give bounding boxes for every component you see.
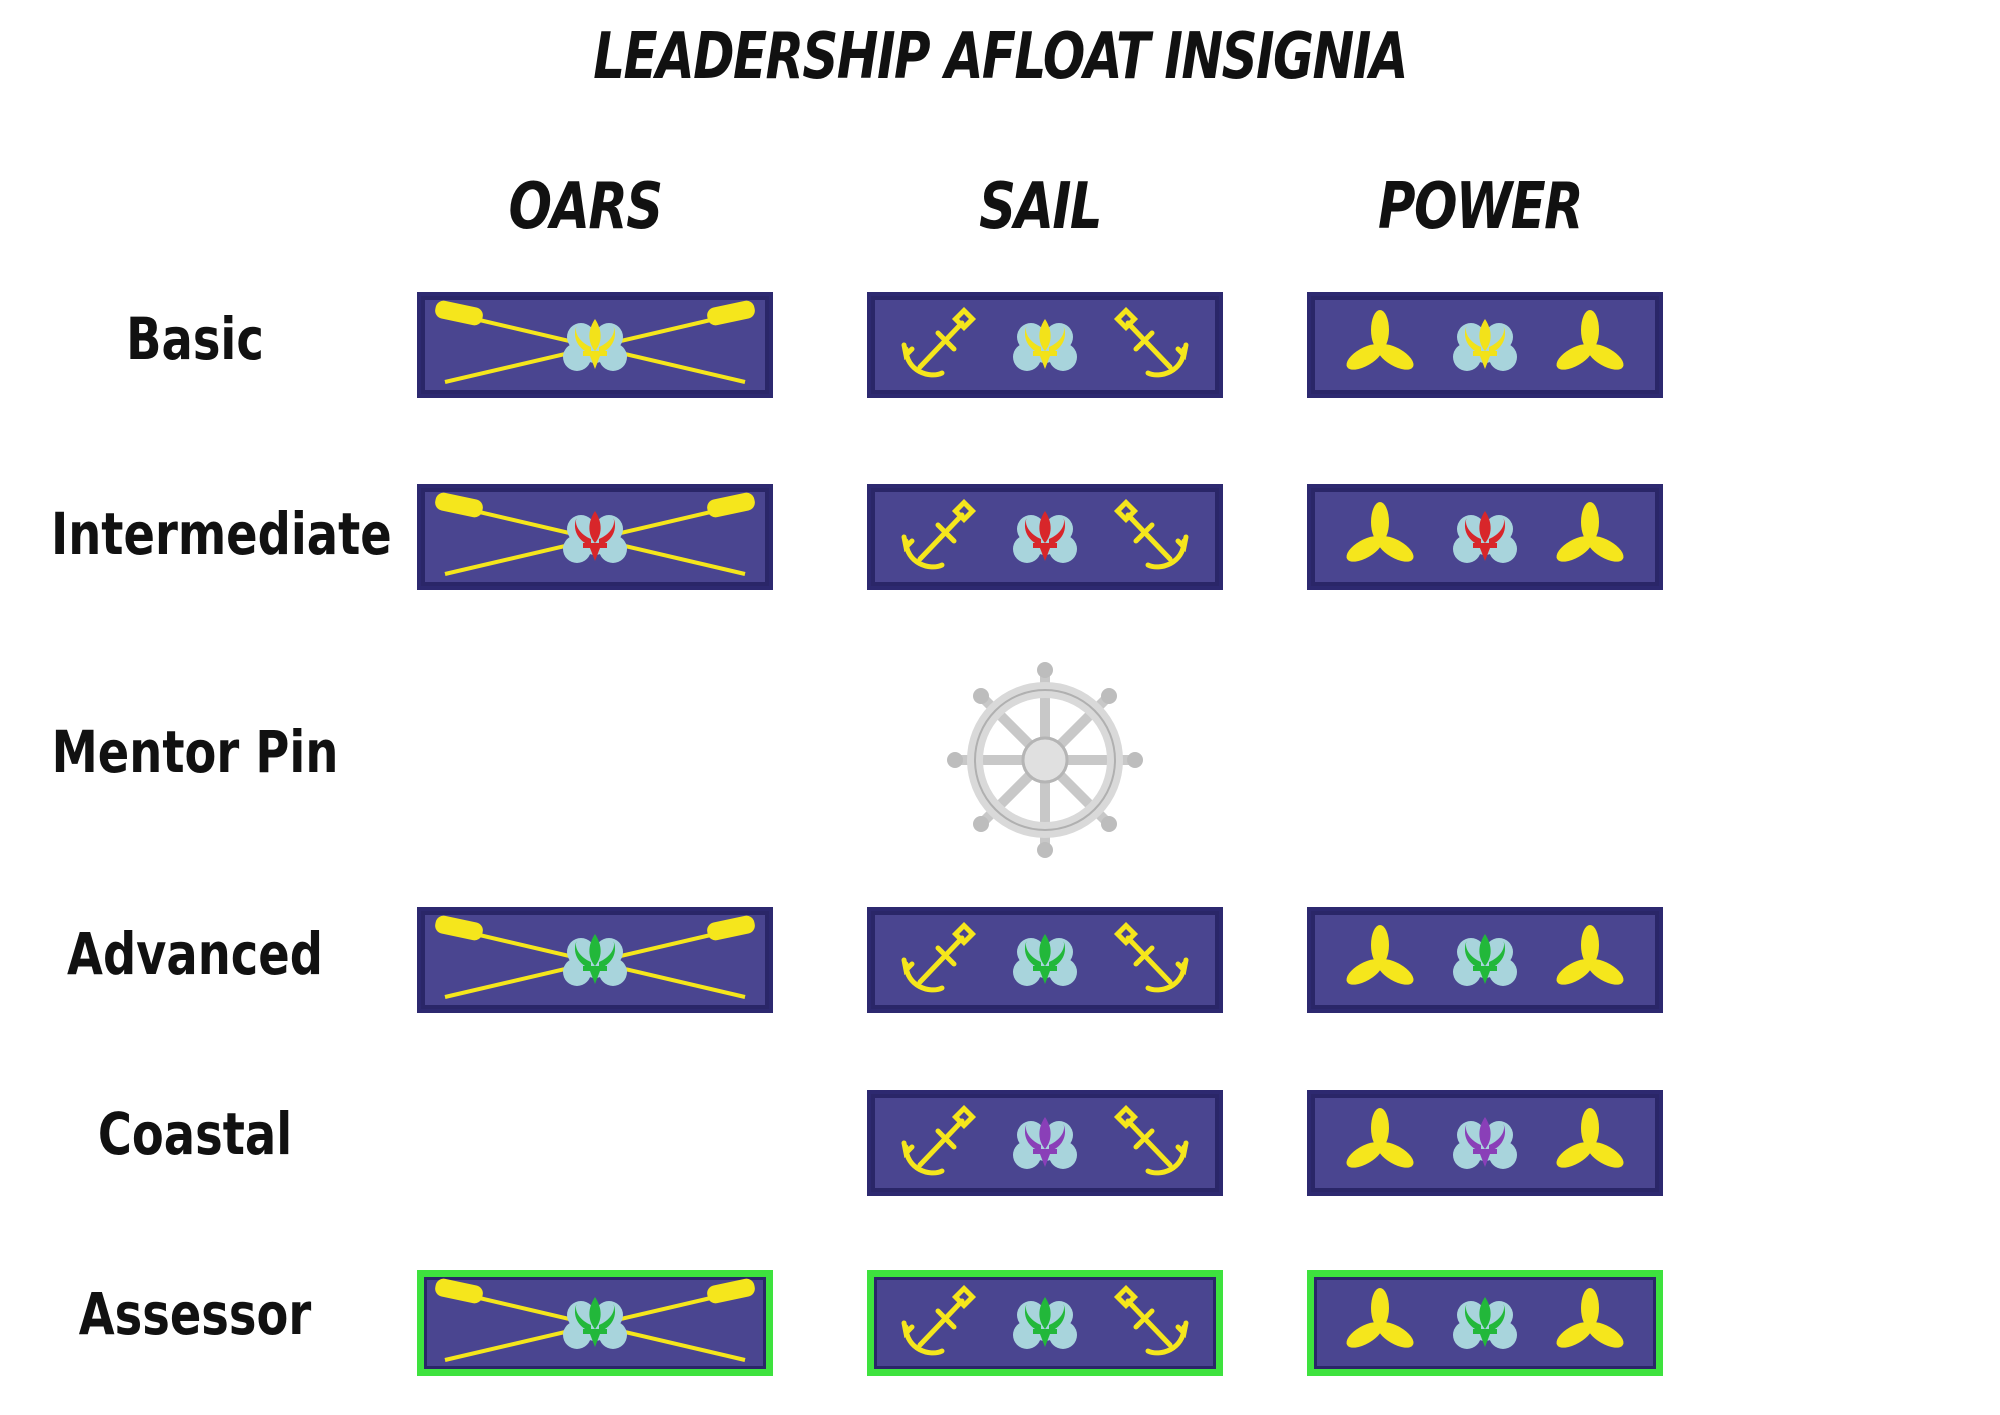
row-label-mentor-pin: Mentor Pin (51, 718, 339, 786)
row-label-advanced: Advanced (67, 920, 323, 988)
badge-sail-intermediate (865, 482, 1225, 592)
badge-power-basic (1305, 290, 1665, 400)
badge-sail-coastal (865, 1088, 1225, 1198)
page-title: LEADERSHIP AFLOAT INSIGNIA (593, 20, 1408, 94)
badge-power-coastal (1305, 1088, 1665, 1198)
badge-power-advanced (1305, 905, 1665, 1015)
column-header-sail: SAIL (979, 170, 1102, 244)
badge-sail-assessor (865, 1268, 1225, 1378)
column-header-oars: OARS (508, 170, 663, 244)
badge-oars-advanced (415, 905, 775, 1015)
badge-oars-intermediate (415, 482, 775, 592)
ship-wheel-icon (945, 660, 1145, 860)
badge-sail-advanced (865, 905, 1225, 1015)
row-label-coastal: Coastal (97, 1100, 293, 1168)
column-header-power: POWER (1378, 170, 1584, 244)
badge-oars-basic (415, 290, 775, 400)
badge-sail-basic (865, 290, 1225, 400)
badge-oars-assessor (415, 1268, 775, 1378)
badge-power-intermediate (1305, 482, 1665, 592)
badge-power-assessor (1305, 1268, 1665, 1378)
row-label-assessor: Assessor (78, 1280, 312, 1348)
row-label-intermediate: Intermediate (51, 500, 392, 568)
row-label-basic: Basic (126, 305, 264, 373)
